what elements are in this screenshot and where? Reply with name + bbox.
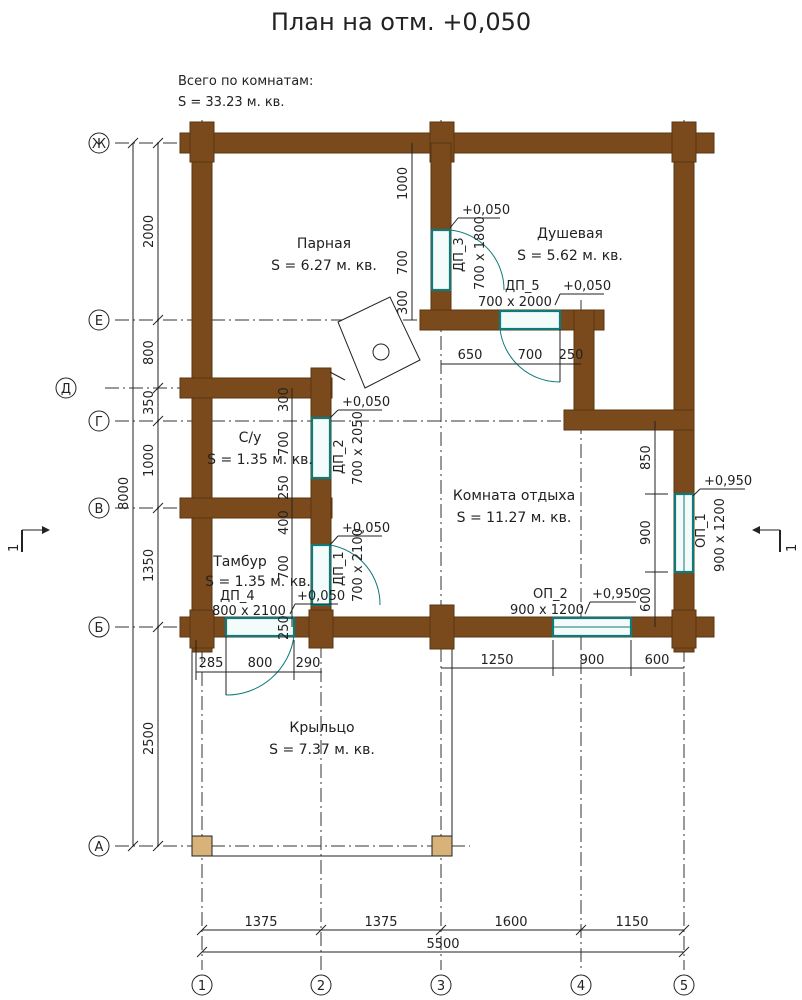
plan-title: План на отм. +0,050 (271, 8, 531, 36)
dim-right-0: 850 (639, 445, 654, 470)
axis-label-d: Д (61, 382, 71, 397)
room-name-tambur: Тамбур (212, 554, 267, 570)
op1-code: ОП_1 (694, 513, 709, 548)
dp5-code: ДП_5 (505, 279, 540, 294)
dim-porch-1: 800 (248, 656, 273, 671)
dim-porch-0: 285 (199, 656, 224, 671)
dim-tambur-1: 700 (277, 555, 292, 580)
dp4-level: +0,050 (297, 589, 345, 604)
dp3-level: +0,050 (462, 203, 510, 218)
room-area-dushevaya: S = 5.62 м. кв. (517, 248, 623, 264)
openings (224, 228, 695, 696)
dim-front-1: 900 (580, 653, 605, 668)
dim-part-1: 700 (396, 250, 411, 275)
dim-su-1: 700 (277, 431, 292, 456)
op1-size: 900 х 1200 (713, 498, 728, 572)
axis-markers-horizontal: Ж Е Д Г В Б А (55, 132, 110, 857)
dp2-code: ДП_2 (332, 439, 347, 474)
dim-front-0: 1250 (480, 653, 513, 668)
room-area-kryltso: S = 7.37 м. кв. (269, 742, 375, 758)
dim-bottom-0: 1375 (244, 915, 277, 930)
dim-part-0: 1000 (396, 167, 411, 200)
dim-front-2: 600 (645, 653, 670, 668)
axis-label-a: А (95, 840, 104, 855)
dp1-level: +0,050 (342, 521, 390, 536)
dimension-texts: 8000 2000 800 350 1000 1350 2500 1375 13… (117, 167, 669, 952)
axis-label-v: В (95, 502, 104, 517)
dim-tambur-2: 250 (277, 615, 292, 640)
axis-label-2: 2 (317, 979, 325, 994)
dim-shower-2: 250 (559, 348, 584, 363)
dp1-code: ДП_1 (332, 551, 347, 586)
room-area-su: S = 1.35 м. кв. (207, 452, 313, 468)
dp4-size: 800 х 2100 (212, 604, 286, 619)
dp1-size: 700 х 2100 (351, 528, 366, 602)
axis-markers-vertical: 1 2 3 4 5 (191, 974, 695, 996)
dim-left-3: 1000 (142, 444, 157, 477)
dim-shower-0: 650 (458, 348, 483, 363)
op2-code: ОП_2 (533, 587, 568, 602)
dim-bottom-total: 5500 (426, 937, 459, 952)
room-name-dushevaya: Душевая (537, 226, 603, 242)
summary-label: Всего по комнатам: (178, 74, 313, 89)
dim-left-4: 1350 (142, 549, 157, 582)
axis-label-e: Е (95, 314, 103, 329)
dp5-level: +0,050 (563, 279, 611, 294)
dp3-size: 700 х 1800 (473, 216, 488, 290)
opening-labels: +0,050 ДП_3 700 х 1800 ДП_5 700 х 2000 +… (212, 203, 752, 619)
dp2-level: +0,050 (342, 395, 390, 410)
dim-bottom-1: 1375 (364, 915, 397, 930)
dp5-size: 700 х 2000 (478, 295, 552, 310)
stove (329, 296, 421, 389)
dim-right-2: 600 (639, 587, 654, 612)
op2-size: 900 х 1200 (510, 603, 584, 618)
dimension-lines (127, 137, 690, 958)
room-name-kryltso: Крыльцо (289, 720, 354, 736)
dim-left-1: 800 (142, 340, 157, 365)
axis-label-4: 4 (577, 979, 585, 994)
section-right-label: 1 (785, 544, 800, 552)
axis-label-1: 1 (198, 979, 206, 994)
dim-left-0: 2000 (142, 215, 157, 248)
axis-label-zh: Ж (92, 137, 106, 152)
dim-left-2: 350 (142, 390, 157, 415)
dim-su-2: 250 (277, 475, 292, 500)
axis-label-g: Г (95, 415, 103, 430)
op1-level: +0,950 (704, 474, 752, 489)
dp2-size: 700 х 2050 (351, 411, 366, 485)
section-left-label: 1 (7, 544, 22, 552)
dim-tambur-0: 400 (277, 510, 292, 535)
axis-label-5: 5 (680, 979, 688, 994)
room-name-komnata: Комната отдыха (453, 488, 575, 504)
axis-label-b: Б (95, 621, 104, 636)
room-labels: Парная S = 6.27 м. кв. Душевая S = 5.62 … (205, 226, 623, 758)
room-name-su: С/у (239, 430, 262, 446)
summary-area: S = 33.23 м. кв. (178, 95, 284, 110)
dim-shower-1: 700 (518, 348, 543, 363)
dim-bottom-2: 1600 (494, 915, 527, 930)
dim-left-total: 8000 (117, 477, 132, 510)
room-area-komnata: S = 11.27 м. кв. (457, 510, 572, 526)
walls (179, 121, 715, 653)
dim-part-2: 300 (396, 290, 411, 315)
room-area-parnaya: S = 6.27 м. кв. (271, 258, 377, 274)
dp3-code: ДП_3 (452, 237, 467, 272)
axis-label-3: 3 (437, 979, 445, 994)
dim-right-1: 900 (639, 520, 654, 545)
room-name-parnaya: Парная (297, 236, 351, 252)
dim-bottom-3: 1150 (615, 915, 648, 930)
dim-su-0: 300 (277, 387, 292, 412)
dim-porch-2: 290 (296, 656, 321, 671)
op2-level: +0,950 (592, 587, 640, 602)
section-marks: 1 1 (7, 526, 800, 552)
room-area-tambur: S = 1.35 м. кв. (205, 574, 311, 590)
dp4-code: ДП_4 (220, 589, 255, 604)
dim-left-5: 2500 (142, 722, 157, 755)
